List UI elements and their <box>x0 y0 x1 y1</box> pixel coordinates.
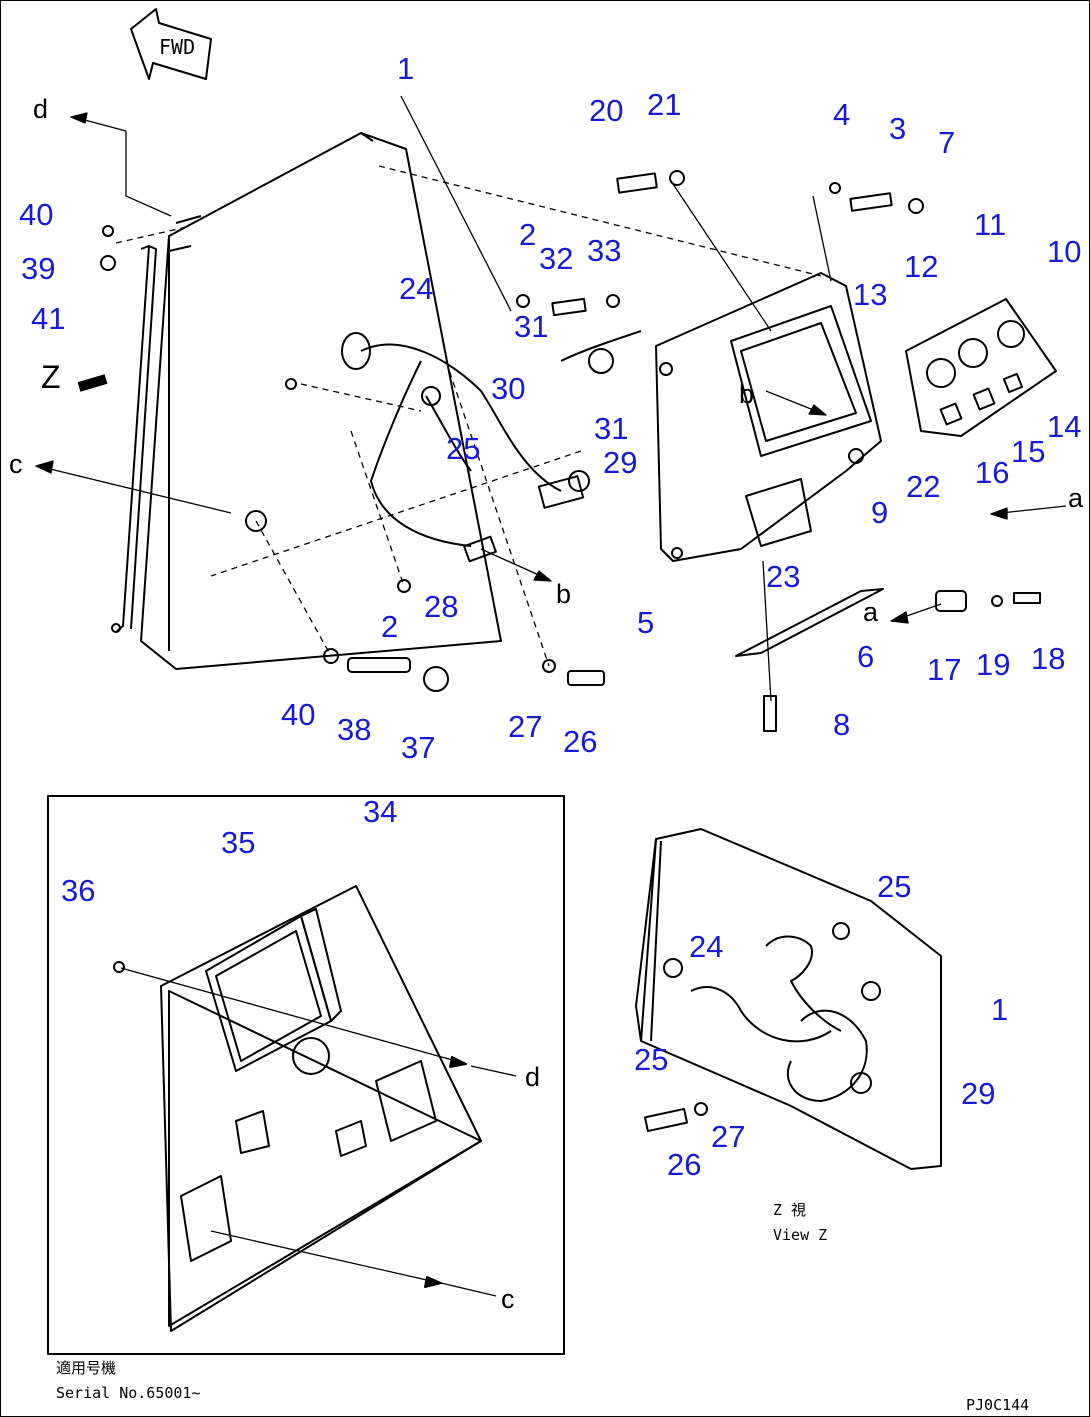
switch-panel-shape <box>905 298 1057 437</box>
callout-26: 26 <box>563 724 598 759</box>
callout-21: 21 <box>647 87 682 122</box>
callout-26-view: 26 <box>667 1147 702 1182</box>
callout-5: 5 <box>637 605 655 640</box>
section-letter-d-inset: d <box>525 1062 541 1092</box>
section-letter-a-lamp: a <box>863 597 879 627</box>
callout-34: 34 <box>363 794 398 829</box>
main-panel-shape <box>140 132 502 670</box>
callout-13: 13 <box>853 277 888 312</box>
side-trim-shape <box>111 245 157 633</box>
callout-25-view-left: 25 <box>634 1042 669 1077</box>
view-label-english: View Z <box>773 1226 828 1244</box>
view-label-japanese: Z 視 <box>773 1201 807 1219</box>
callout-27-view: 27 <box>711 1119 746 1154</box>
callout-10: 10 <box>1047 234 1082 269</box>
section-letter-b-harness: b <box>556 579 572 609</box>
callout-16: 16 <box>975 455 1010 490</box>
callout-39: 39 <box>21 251 56 286</box>
callout-20: 20 <box>589 93 624 128</box>
callout-40-top: 40 <box>19 197 54 232</box>
callout-29-view: 29 <box>961 1076 996 1111</box>
callout-9: 9 <box>871 495 889 530</box>
callout-24: 24 <box>399 271 434 306</box>
callout-38: 38 <box>337 712 372 747</box>
callout-1: 1 <box>397 51 415 86</box>
callout-35: 35 <box>221 825 256 860</box>
callout-22: 22 <box>906 469 941 504</box>
callout-31-top: 31 <box>514 309 549 344</box>
callout-27: 27 <box>508 709 543 744</box>
callout-24-view: 24 <box>689 929 724 964</box>
section-letter-b-housing: b <box>739 379 755 409</box>
callout-31-bottom: 31 <box>594 411 629 446</box>
callout-23: 23 <box>766 559 801 594</box>
callout-32: 32 <box>539 241 574 276</box>
callout-18: 18 <box>1031 641 1066 676</box>
callout-36: 36 <box>61 873 96 908</box>
serial-label-english: Serial No.65001~ <box>56 1384 201 1402</box>
callout-2-bottom: 2 <box>381 609 399 644</box>
cover-plate-shape <box>735 588 884 657</box>
wire-harness-shapes <box>285 330 642 563</box>
section-letter-a-right: a <box>1068 483 1084 513</box>
section-letter-z: Z <box>41 359 61 395</box>
inset-panel-shape <box>47 795 565 1355</box>
callout-25-view-top: 25 <box>877 869 912 904</box>
callout-11: 11 <box>974 207 1007 242</box>
callout-7: 7 <box>938 125 956 160</box>
meter-housing-shape <box>655 272 882 562</box>
section-letter-d-top: d <box>33 94 49 124</box>
section-letter-c-left: c <box>9 449 23 479</box>
callout-29: 29 <box>603 445 638 480</box>
section-letter-c-inset: c <box>501 1284 515 1314</box>
callout-40-bottom: 40 <box>281 697 316 732</box>
view-z-shape <box>635 828 942 1170</box>
callout-25: 25 <box>446 431 481 466</box>
callout-19: 19 <box>976 647 1011 682</box>
callout-30: 30 <box>491 371 526 406</box>
figure-id: PJ0C144 <box>966 1396 1030 1414</box>
serial-label-japanese: 適用号機 <box>56 1359 117 1377</box>
callout-4: 4 <box>833 97 851 132</box>
callout-41: 41 <box>31 301 66 336</box>
callout-6: 6 <box>857 639 875 674</box>
callout-28: 28 <box>424 589 459 624</box>
callout-37: 37 <box>401 730 436 765</box>
callout-12: 12 <box>904 249 939 284</box>
callout-1-view: 1 <box>991 992 1009 1027</box>
fwd-arrow-shape <box>130 8 212 80</box>
leader-lines <box>35 95 1067 702</box>
callout-33: 33 <box>587 233 622 268</box>
fwd-label: FWD <box>159 35 196 59</box>
callout-8: 8 <box>833 707 851 742</box>
callout-14: 14 <box>1047 409 1082 444</box>
callout-15: 15 <box>1011 434 1046 469</box>
callout-3: 3 <box>889 111 907 146</box>
callout-17: 17 <box>927 652 962 687</box>
callout-2-top: 2 <box>519 217 537 252</box>
hardware-shapes <box>100 170 1041 732</box>
